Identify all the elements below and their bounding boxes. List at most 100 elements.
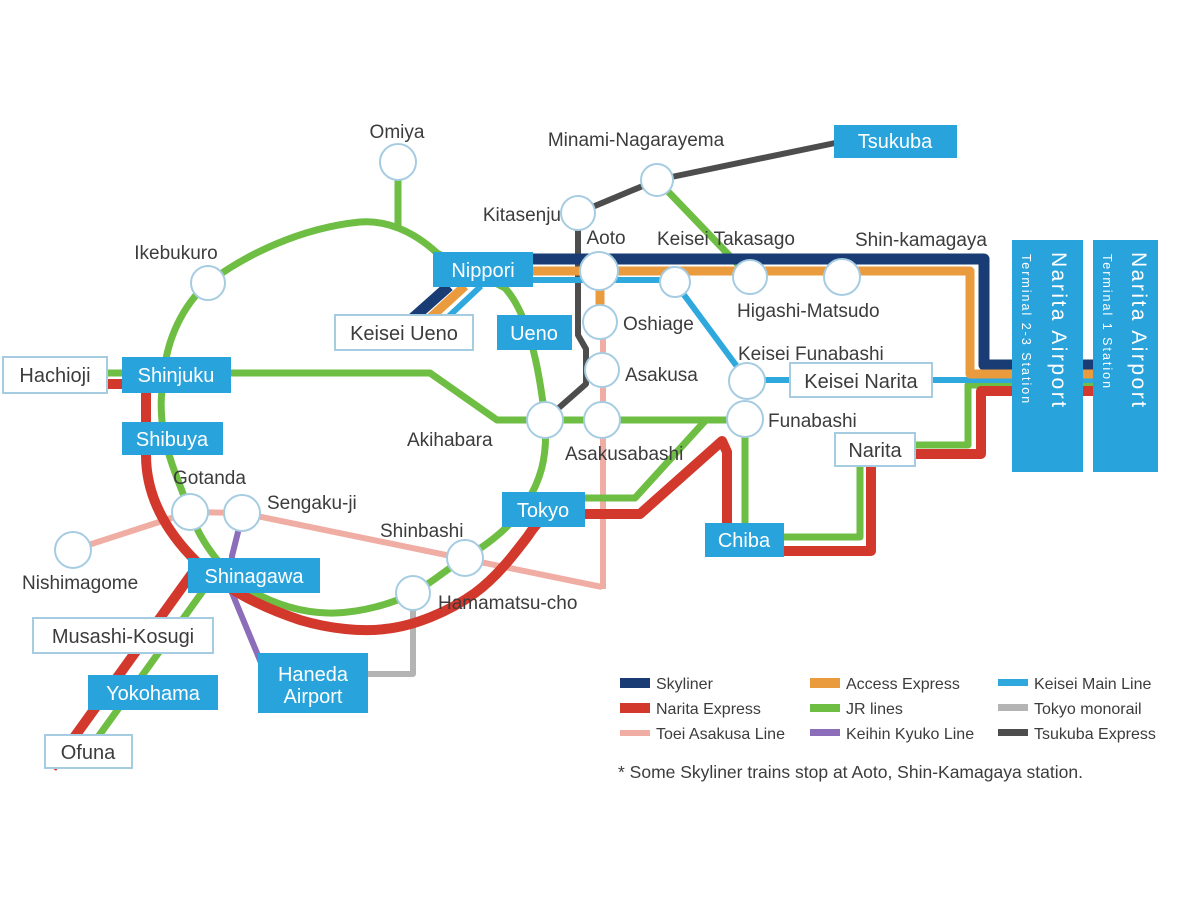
shinagawa-box-label: Shinagawa xyxy=(205,566,305,588)
terminal1-subtitle: Terminal 1 Station xyxy=(1100,254,1114,390)
ofuna-box-label: Ofuna xyxy=(61,742,116,764)
station-circle-gotanda xyxy=(171,493,209,531)
station-label-keisei-takasago: Keisei Takasago xyxy=(657,229,795,250)
ueno-box-rect xyxy=(497,315,572,350)
station-circle-kitasenju xyxy=(560,195,596,231)
legend-swatch-skyliner xyxy=(620,678,650,688)
station-label-ikebukuro: Ikebukuro xyxy=(134,243,217,264)
legend-label-keihin-kyuko: Keihin Kyuko Line xyxy=(846,726,974,743)
legend-item-toei-asakusa: Toei Asakusa Line xyxy=(620,726,785,743)
chiba-box-rect xyxy=(705,523,784,557)
legend-label-tsukuba-express: Tsukuba Express xyxy=(1034,726,1156,743)
station-circle-asakusabashi xyxy=(583,401,621,439)
legend-label-jr-lines: JR lines xyxy=(846,701,903,718)
legend-item-narita-express: Narita Express xyxy=(620,701,761,718)
ueno-box-label: Ueno xyxy=(510,323,558,345)
station-label-higashi-matsudo: Higashi-Matsudo xyxy=(737,301,880,322)
station-label-kitasenju: Kitasenju xyxy=(483,205,561,226)
legend: Skyliner Narita Express Toei Asakusa Lin… xyxy=(618,676,1156,782)
keisei-narita-box-label: Keisei Narita xyxy=(804,371,918,393)
musashi-kosugi-box-label: Musashi-Kosugi xyxy=(52,626,194,648)
station-label-keisei-funabashi: Keisei Funabashi xyxy=(738,344,884,365)
haneda-box-rect xyxy=(258,653,368,713)
legend-swatch-jr-lines xyxy=(810,704,840,712)
legend-label-monorail: Tokyo monorail xyxy=(1034,701,1142,718)
station-box-narita: Narita xyxy=(834,432,916,467)
legend-item-skyliner: Skyliner xyxy=(620,676,714,693)
station-circle-omiya xyxy=(379,143,417,181)
station-label-aoto: Aoto xyxy=(586,228,625,249)
station-label-asakusabashi: Asakusabashi xyxy=(565,444,683,465)
station-label-asakusa: Asakusa xyxy=(625,365,698,386)
station-circle-sengaku-ji xyxy=(223,494,261,532)
terminal1-title: Narita Airport xyxy=(1127,252,1150,410)
station-box-yokohama: Yokohama xyxy=(88,675,218,710)
legend-item-keisei-main: Keisei Main Line xyxy=(998,676,1152,693)
station-label-akihabara: Akihabara xyxy=(407,430,493,451)
legend-item-jr-lines: JR lines xyxy=(810,701,903,718)
terminal23-title: Narita Airport xyxy=(1047,252,1070,410)
station-box-nippori: Nippori xyxy=(433,252,533,287)
narita-box-label: Narita xyxy=(848,440,902,462)
yokohama-box-rect xyxy=(88,675,218,710)
legend-swatch-keisei-main xyxy=(998,679,1028,686)
shinjuku-box-rect xyxy=(122,357,231,393)
station-label-shinbashi: Shinbashi xyxy=(380,521,463,542)
station-box-ueno: Ueno xyxy=(497,315,572,350)
shibuya-box-label: Shibuya xyxy=(136,429,209,451)
nippori-box-rect xyxy=(433,252,533,287)
shibuya-box-rect xyxy=(122,422,223,455)
station-box-keisei-ueno: Keisei Ueno xyxy=(334,314,474,351)
legend-swatch-monorail xyxy=(998,704,1028,711)
musashi-kosugi-box-rect xyxy=(32,617,214,654)
keisei-ueno-box-rect xyxy=(334,314,474,351)
legend-item-monorail: Tokyo monorail xyxy=(998,701,1142,718)
tsukuba-box-rect xyxy=(834,125,957,158)
station-label-sengaku-ji: Sengaku-ji xyxy=(267,493,357,514)
keisei-narita-box-rect xyxy=(789,362,933,398)
station-box-musashi-kosugi: Musashi-Kosugi xyxy=(32,617,214,654)
legend-item-tsukuba-express: Tsukuba Express xyxy=(998,726,1156,743)
tsukuba-box-label: Tsukuba xyxy=(858,131,933,153)
station-label-shin-kamagaya: Shin-kamagaya xyxy=(855,230,987,251)
keisei-ueno-box-label: Keisei Ueno xyxy=(350,323,458,345)
legend-swatch-tsukuba-express xyxy=(998,729,1028,736)
station-circle-keisei-takasago xyxy=(659,266,691,298)
jr-tokyo-funabashi-link xyxy=(575,418,708,502)
tokyo-monorail-line xyxy=(368,604,416,677)
legend-swatch-toei-asakusa xyxy=(620,730,650,736)
legend-item-keihin-kyuko: Keihin Kyuko Line xyxy=(810,726,974,743)
shinagawa-box-rect xyxy=(188,558,320,593)
legend-swatch-access-express xyxy=(810,678,840,688)
station-circle-asakusa xyxy=(584,352,620,388)
legend-label-toei-asakusa: Toei Asakusa Line xyxy=(656,726,785,743)
station-box-shinagawa: Shinagawa xyxy=(188,558,320,593)
yokohama-box-label: Yokohama xyxy=(106,683,201,705)
station-label-oshiage: Oshiage xyxy=(623,314,694,335)
station-circle-shinbashi xyxy=(446,539,484,577)
station-circle-akihabara xyxy=(526,401,564,439)
tokyo-box-rect xyxy=(502,492,585,527)
ofuna-box-rect xyxy=(44,734,133,769)
station-circle-keisei-funabashi xyxy=(728,362,766,400)
station-circle-funabashi xyxy=(726,400,764,438)
station-circle-oshiage xyxy=(582,304,618,340)
station-label-gotanda: Gotanda xyxy=(173,468,246,489)
station-box-ofuna: Ofuna xyxy=(44,734,133,769)
station-box-hachioji: Hachioji xyxy=(2,356,108,394)
station-label-omiya: Omiya xyxy=(370,122,425,143)
station-label-hamamatsu-cho: Hamamatsu-cho xyxy=(438,593,577,614)
hachioji-box-label: Hachioji xyxy=(19,365,90,387)
shinjuku-box-label: Shinjuku xyxy=(138,365,215,387)
station-box-chiba: Chiba xyxy=(705,523,784,557)
station-label-minami-nagarayema: Minami-Nagarayema xyxy=(548,130,725,151)
jr-chuo-sobu-line xyxy=(100,369,1150,541)
terminal23-subtitle: Terminal 2-3 Station xyxy=(1019,254,1033,405)
station-circle-hamamatsu-cho xyxy=(395,575,431,611)
station-label-funabashi: Funabashi xyxy=(768,411,857,432)
jr-yokohama-branch xyxy=(77,574,216,765)
station-box-tsukuba: Tsukuba xyxy=(834,125,957,158)
terminal1-box-rect xyxy=(1093,240,1158,472)
station-box-keisei-narita: Keisei Narita xyxy=(789,362,933,398)
